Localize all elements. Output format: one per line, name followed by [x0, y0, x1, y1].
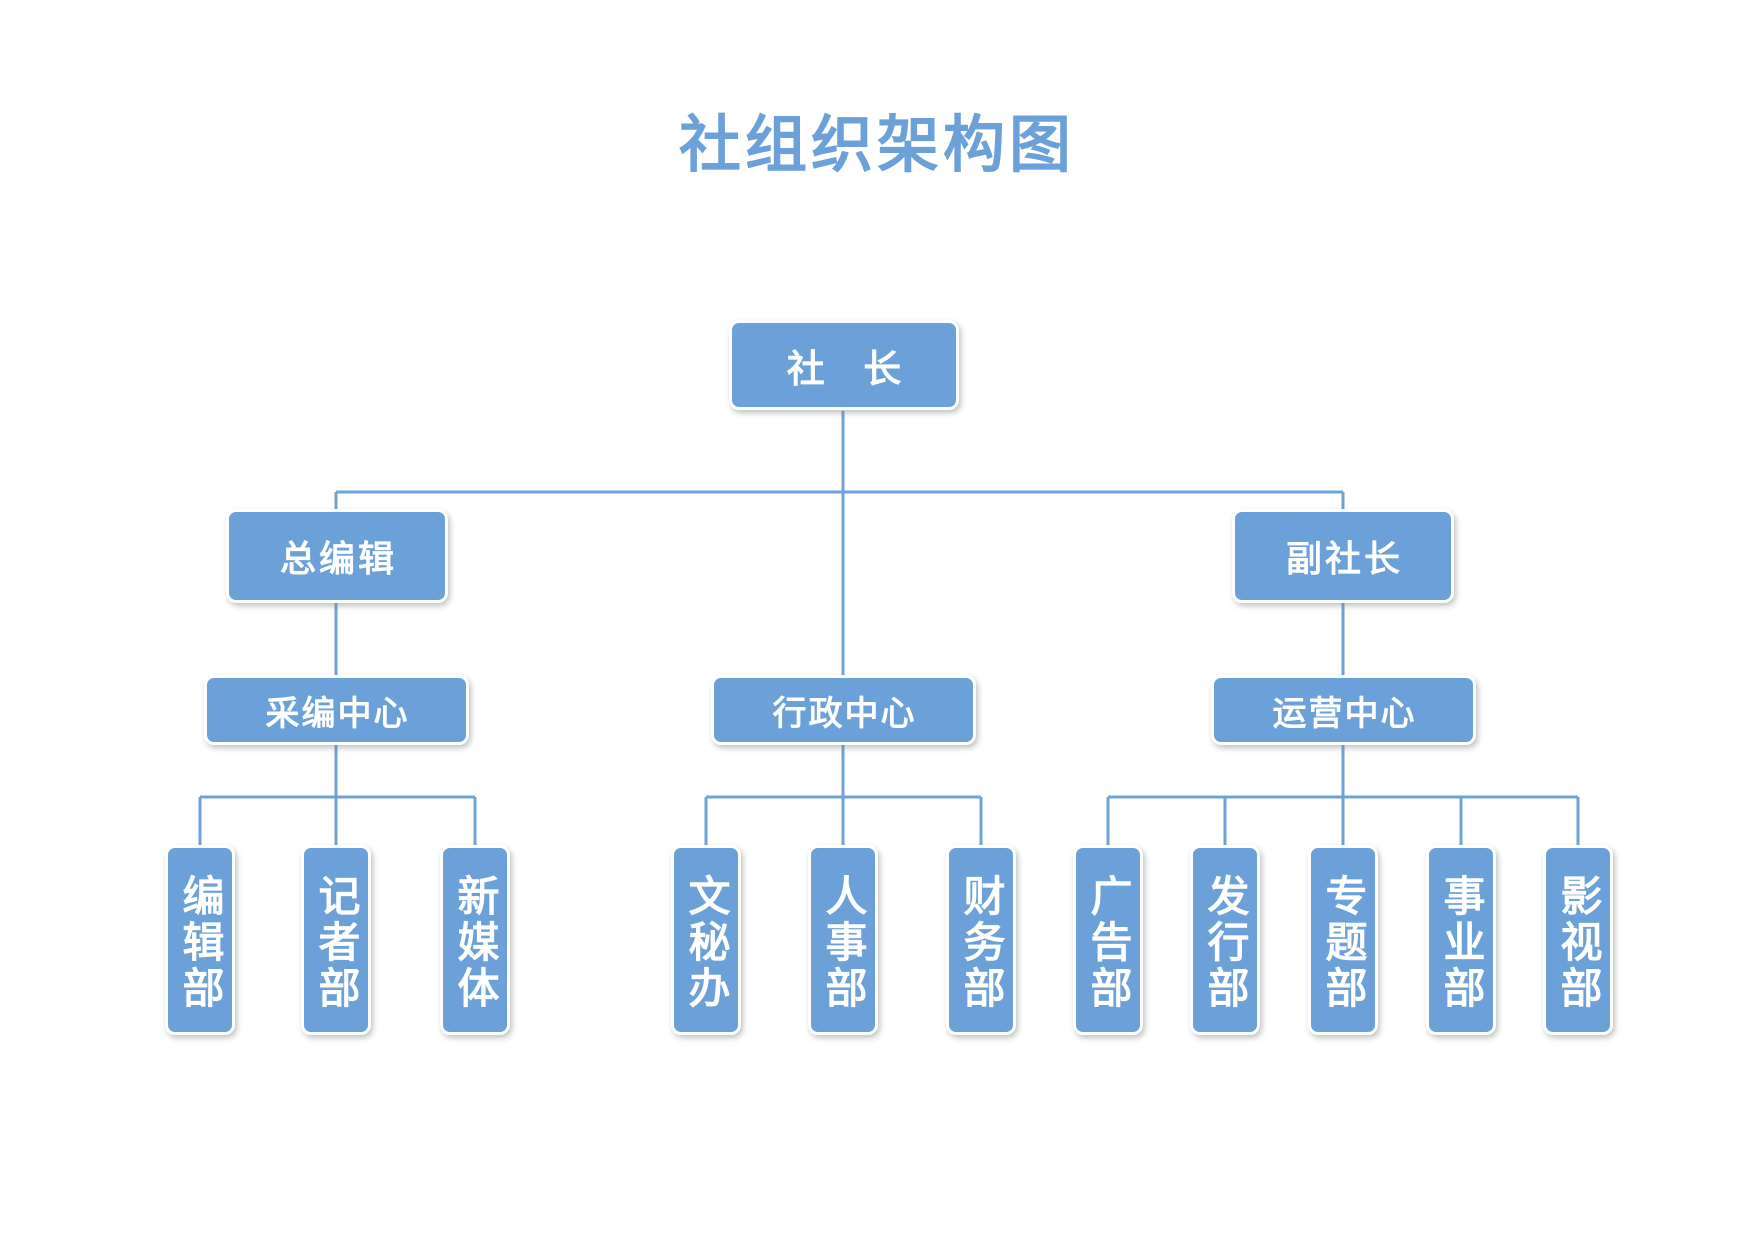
- node-president[interactable]: 社 长: [729, 320, 959, 410]
- node-business-dept[interactable]: 事业部: [1426, 845, 1496, 1035]
- node-reporter-dept[interactable]: 记者部: [301, 845, 371, 1035]
- node-distribution-dept[interactable]: 发行部: [1190, 845, 1260, 1035]
- node-feature-dept[interactable]: 专题部: [1308, 845, 1378, 1035]
- node-film-tv-dept[interactable]: 影视部: [1543, 845, 1613, 1035]
- node-advertising-dept[interactable]: 广告部: [1073, 845, 1143, 1035]
- node-secretariat-office[interactable]: 文秘办: [671, 845, 741, 1035]
- node-vice-president[interactable]: 副社长: [1232, 509, 1454, 603]
- node-chief-editor[interactable]: 总编辑: [226, 509, 448, 603]
- page-title: 社组织架构图: [678, 111, 1075, 180]
- node-operations-center[interactable]: 运营中心: [1211, 675, 1476, 745]
- node-administrative-center[interactable]: 行政中心: [711, 675, 976, 745]
- node-editing-dept[interactable]: 编辑部: [165, 845, 235, 1035]
- node-finance-dept[interactable]: 财务部: [946, 845, 1016, 1035]
- node-editorial-center[interactable]: 采编中心: [204, 675, 469, 745]
- node-hr-dept[interactable]: 人事部: [808, 845, 878, 1035]
- node-new-media-dept[interactable]: 新媒体: [440, 845, 510, 1035]
